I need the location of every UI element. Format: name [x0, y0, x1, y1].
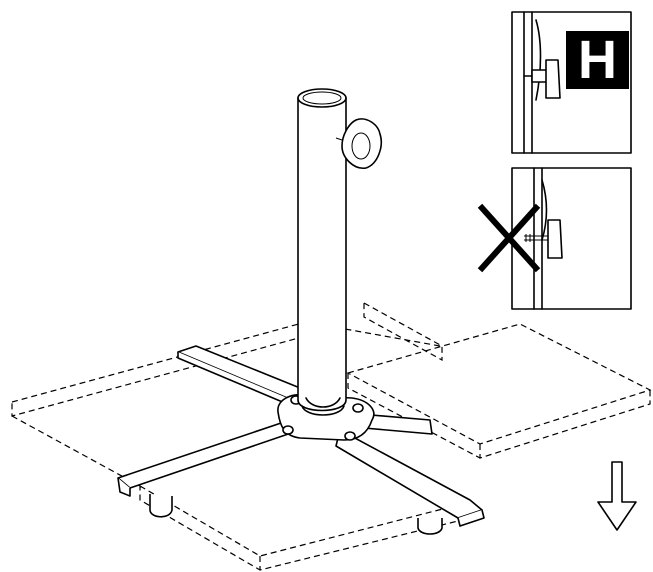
wrong-cross-icon: [477, 203, 541, 273]
step-label-badge: H: [566, 31, 629, 89]
down-arrow-icon: [597, 461, 637, 531]
inset-wrong: [511, 167, 632, 310]
pole-tube: [297, 88, 347, 416]
tightening-knob: [335, 118, 382, 169]
